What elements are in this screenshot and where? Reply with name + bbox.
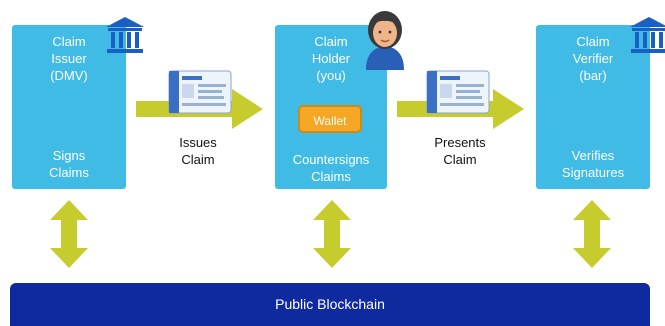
- verifier-blockchain-double-arrow: [573, 200, 611, 268]
- claim-issuer-title: Claim Issuer (DMV): [50, 34, 88, 83]
- bank-building-icon: [106, 17, 144, 53]
- id-card-icon: [168, 70, 232, 114]
- claim-holder-action: Countersigns Claims: [292, 152, 370, 184]
- claim-verifier-title: Claim Verifier (bar): [572, 34, 614, 83]
- bank-building-icon: [630, 17, 665, 53]
- holder-blockchain-double-arrow: [313, 200, 351, 268]
- claim-issuer-action: Signs Claims: [49, 148, 89, 180]
- id-card-icon: [426, 70, 490, 114]
- presents-claim-label: Presents Claim: [434, 135, 486, 167]
- claim-holder-title: Claim Holder (you): [311, 34, 351, 83]
- issuer-blockchain-double-arrow: [50, 200, 88, 268]
- person-avatar-icon: [366, 11, 404, 70]
- issues-claim-label: Issues Claim: [179, 135, 217, 167]
- wallet-badge: Wallet: [298, 105, 362, 133]
- claim-verifier-action: Verifies Signatures: [561, 148, 625, 180]
- public-blockchain-bar: Public Blockchain: [10, 283, 650, 326]
- claim-holder-box: Claim Holder (you) Wallet Countersigns C…: [275, 25, 387, 189]
